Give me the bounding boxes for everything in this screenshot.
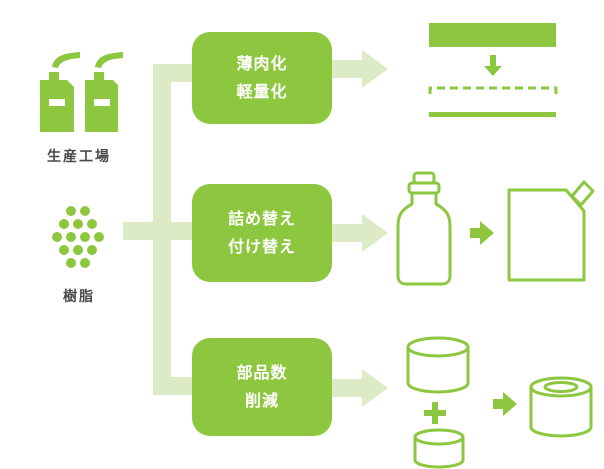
output-arrow-1 [330, 50, 388, 88]
bottle-icon [396, 171, 452, 286]
method-label-line: 付け替え [227, 237, 296, 256]
method-box-refill: 詰め替え 付け替え [192, 184, 332, 282]
method-label-line: 詰め替え [227, 209, 296, 228]
bottle-to-refill-pouch-icon [396, 171, 595, 286]
branch-connector-1 [153, 64, 195, 82]
two-parts-combined-icon [406, 336, 593, 469]
part-cylinder-large-icon [406, 336, 470, 394]
branch-connector-3 [153, 377, 195, 395]
output-arrow-2 [330, 214, 388, 252]
output-arrow-3 [330, 369, 388, 407]
method-box-thinning: 薄肉化 軽量化 [192, 32, 332, 124]
branch-connector-2 [153, 222, 195, 240]
resin-label: 樹脂 [63, 289, 95, 305]
method-label-line: 削減 [244, 391, 279, 410]
part-cylinder-small-icon [413, 428, 465, 469]
refill-pouch-icon [507, 180, 595, 282]
method-label-line: 薄肉化 [236, 54, 288, 73]
method-label-line: 部品数 [236, 363, 288, 382]
factory-label: 生産工場 [47, 149, 111, 165]
resin-pellets-icon [52, 206, 104, 268]
thin-wall-press-icon [428, 23, 558, 117]
factory-icon [40, 52, 123, 132]
combined-part-icon [529, 376, 593, 438]
combine-arrow-icon [493, 392, 517, 416]
connectors [123, 50, 388, 407]
method-box-parts-reduction: 部品数 削減 [192, 338, 332, 436]
transform-arrow-icon [470, 221, 494, 245]
method-label-line: 軽量化 [236, 82, 288, 101]
plus-icon [424, 402, 446, 424]
